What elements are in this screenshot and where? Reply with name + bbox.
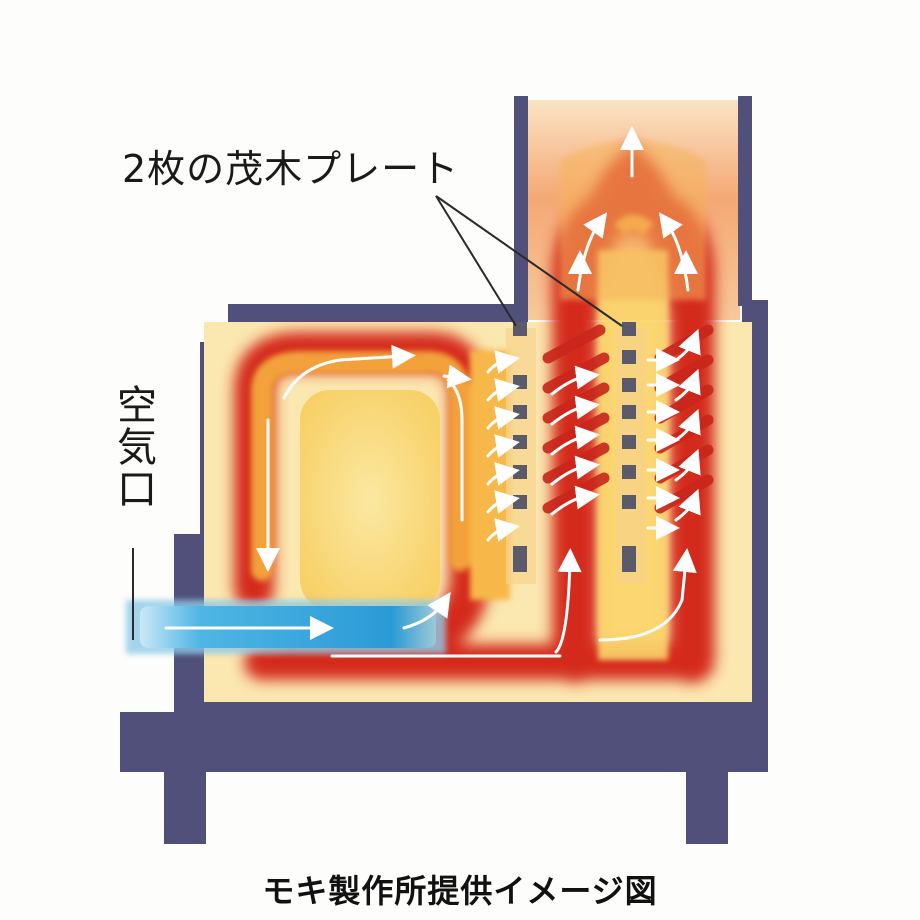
chimney-wall-left: [514, 96, 528, 336]
air-inlet-label: 空気口: [110, 384, 156, 510]
inner-glow: [300, 390, 440, 610]
stove-leg-left: [164, 760, 206, 844]
plate-left: [506, 322, 536, 584]
stove-leg-right: [686, 760, 728, 844]
label-leader-lines: [435, 195, 623, 327]
chimney-wall-right: [738, 96, 752, 306]
image-credit: モキ製作所提供イメージ図: [262, 872, 658, 910]
airflow-arrows: [164, 126, 701, 658]
plate-right: [616, 322, 646, 584]
plates-label: 2枚の茂木プレート: [122, 147, 460, 191]
